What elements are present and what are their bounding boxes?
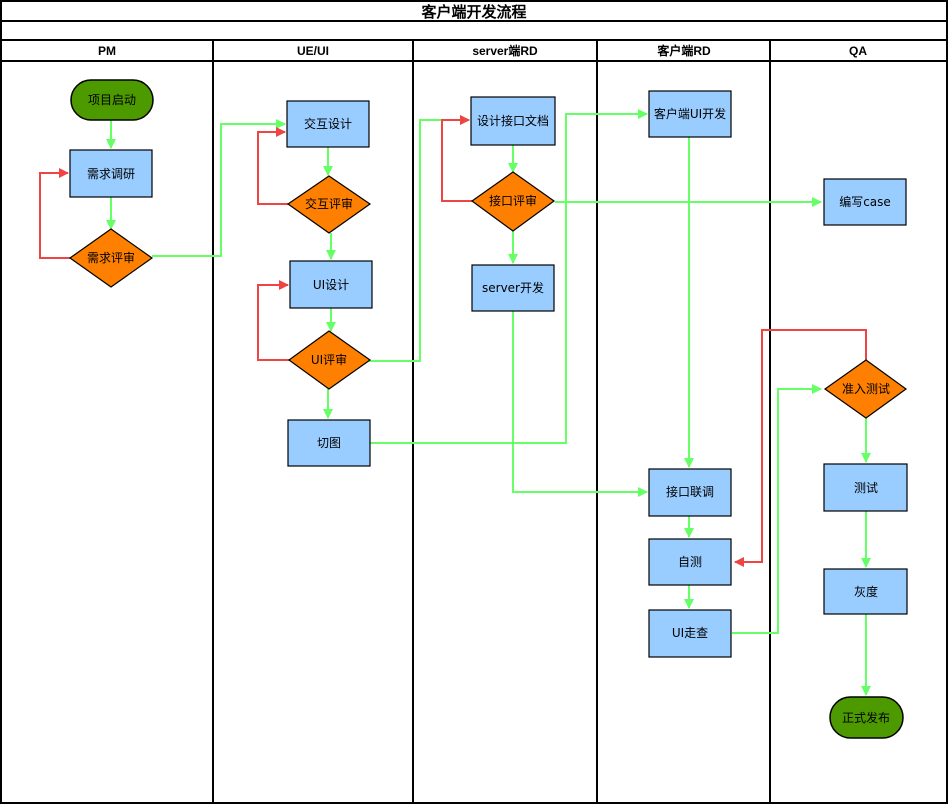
node-cut-images <box>287 419 371 467</box>
lane-header-ue-ui: UE/UI <box>297 44 329 58</box>
nodes <box>68 79 908 739</box>
arrow-admission-back-to-self-test <box>734 329 867 567</box>
node-integration <box>648 468 732 517</box>
lane-headers: PM UE/UI server端RD 客户端RD QA <box>98 43 867 58</box>
label-server-dev: server开发 <box>482 280 544 295</box>
lane-header-server-rd: server端RD <box>472 43 538 58</box>
label-ui-design: UI设计 <box>313 278 349 292</box>
label-interaction-review: 交互评审 <box>305 196 353 211</box>
arrow-api-review-back <box>441 115 472 202</box>
node-server-dev <box>471 264 555 312</box>
label-admission-test: 准入测试 <box>842 381 890 396</box>
node-ui-design <box>289 260 373 309</box>
label-write-case: 编写case <box>839 194 891 209</box>
label-api-doc: 设计接口文档 <box>477 113 549 128</box>
arrow-cut-to-client-ui <box>370 109 648 444</box>
label-release: 正式发布 <box>842 710 890 725</box>
label-start: 项目启动 <box>88 93 136 107</box>
label-ui-review: UI评审 <box>311 352 347 367</box>
node-testing <box>823 463 908 512</box>
lane-header-pm: PM <box>98 44 116 58</box>
label-cut-images: 切图 <box>317 436 341 450</box>
lane-header-qa: QA <box>849 44 867 58</box>
label-client-ui-dev: 客户端UI开发 <box>654 106 726 121</box>
node-admission-test <box>823 359 908 419</box>
node-client-ui-dev <box>648 90 732 138</box>
label-ui-walkthrough: UI走查 <box>672 626 708 640</box>
node-self-test <box>648 538 732 586</box>
node-interaction-review <box>286 175 372 234</box>
label-interaction-design: 交互设计 <box>304 116 352 131</box>
label-integration: 接口联调 <box>666 484 714 499</box>
node-api-doc <box>470 96 556 146</box>
label-api-review: 接口评审 <box>489 193 537 208</box>
lane-header-client-rd: 客户端RD <box>656 43 711 58</box>
arrow-ui-review-to-api-doc <box>369 115 470 362</box>
node-gray-release <box>823 568 908 615</box>
arrow-walkthrough-to-admission <box>732 384 822 634</box>
label-testing: 测试 <box>854 480 878 495</box>
node-req-review <box>68 228 154 288</box>
node-labels: 项目启动 需求调研 需求评审 交互设计 交互评审 UI设计 UI评审 切图 设计… <box>87 93 891 725</box>
connectors <box>39 109 871 696</box>
page-title: 客户端开发流程 <box>420 3 526 21</box>
node-release <box>829 696 904 739</box>
node-interaction-design <box>286 100 370 148</box>
node-ui-walkthrough <box>648 609 732 658</box>
label-req-review: 需求评审 <box>87 250 135 265</box>
label-req-research: 需求调研 <box>87 167 135 181</box>
label-self-test: 自测 <box>678 555 702 569</box>
node-write-case <box>823 178 907 226</box>
node-api-review <box>470 171 556 232</box>
arrow-server-dev-to-integration <box>512 311 648 497</box>
arrow-review-back-to-research <box>39 168 70 259</box>
node-ui-review <box>287 330 372 390</box>
label-gray-release: 灰度 <box>854 584 878 599</box>
node-start <box>70 79 154 121</box>
arrow-req-review-to-interaction <box>152 119 286 257</box>
arrow-ui-review-back <box>257 280 289 361</box>
arrow-interaction-review-back <box>257 127 288 205</box>
node-req-research <box>69 149 153 198</box>
